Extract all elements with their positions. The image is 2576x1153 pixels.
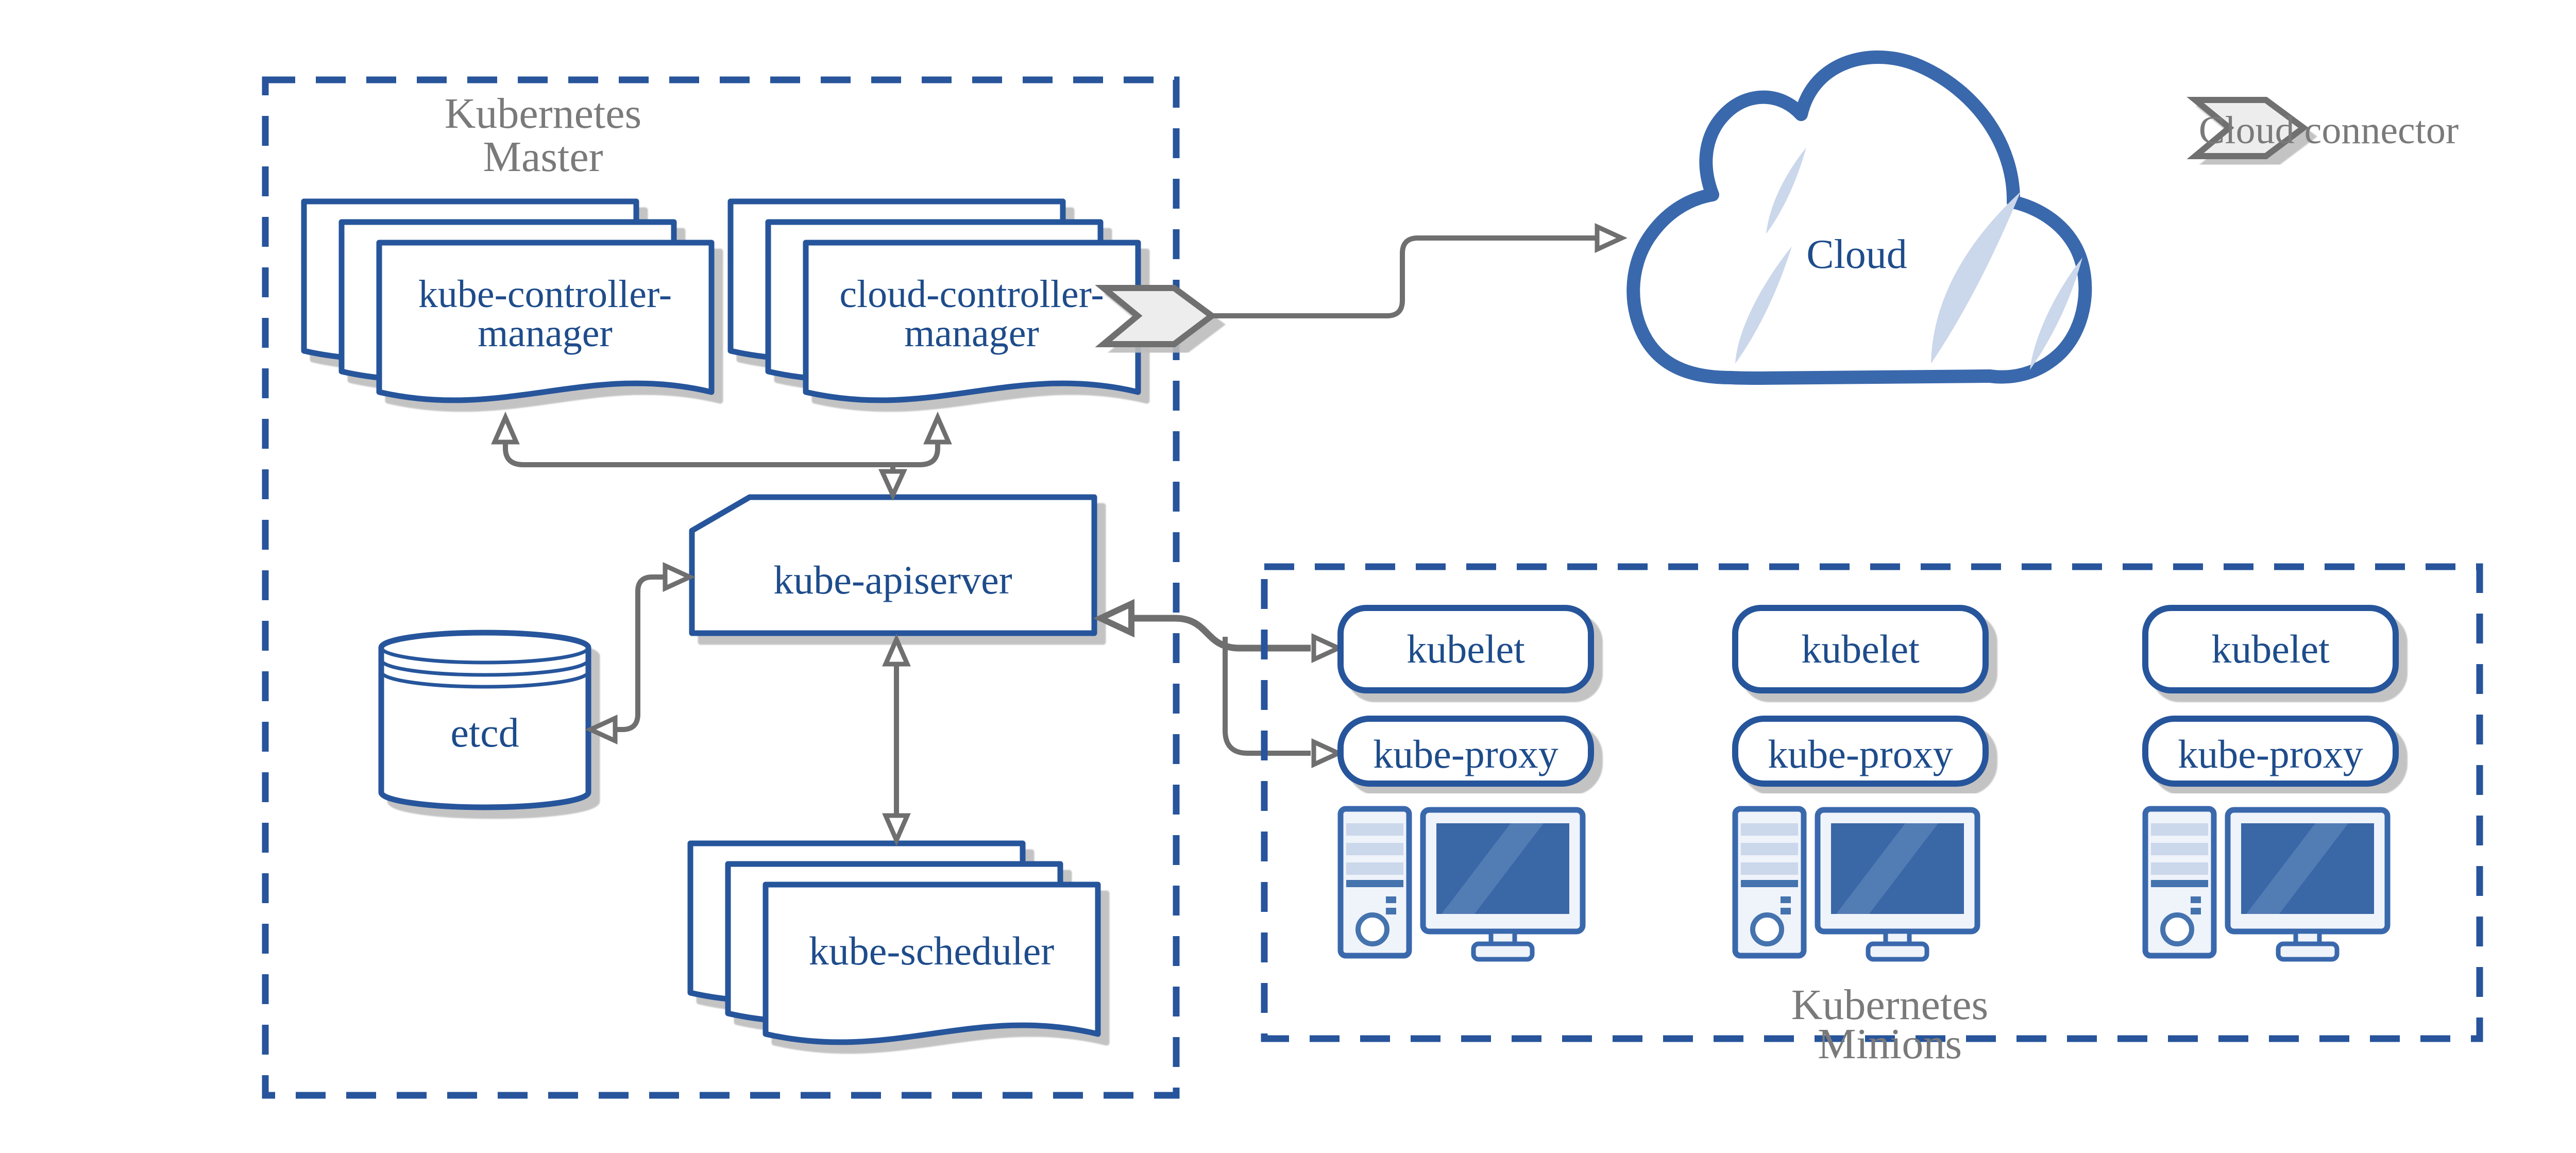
workstation-icon (2145, 809, 2387, 959)
master-title-line1: Kubernetes (445, 90, 642, 138)
kube-proxy-box (1337, 716, 1594, 787)
apiserver-kubelet-line (1131, 615, 1311, 652)
legend-group: Cloud connector (2195, 100, 2459, 156)
kube-apiserver-label: kube-apiserver (773, 557, 1012, 602)
kubelet-label: kubelet (1406, 626, 1525, 671)
arrowhead-left-etcd (585, 714, 618, 745)
kube-apiserver-box (689, 494, 1097, 636)
kube-controller-manager-label-line2: manager (478, 312, 613, 355)
kubelet-box (1337, 605, 1594, 693)
cloud-controller-manager-label-line2: manager (904, 312, 1039, 355)
arrowhead-up-kube-controller (491, 411, 520, 445)
kubelet-label: kubelet (2211, 626, 2330, 671)
minion-node-2: kubelet kube-proxy (1732, 605, 1989, 959)
cloud-glare (1766, 147, 1806, 234)
workstation-icon (1735, 809, 1977, 959)
arrowhead-right-cloud (1595, 223, 1628, 253)
etcd-node: etcd (378, 630, 591, 810)
cylinder-ring (379, 671, 590, 689)
chevron-cloud-line (1212, 235, 1595, 318)
bracket-line-left (503, 442, 895, 471)
master-title-line2: Master (483, 133, 603, 181)
bracket-line-right (893, 442, 940, 467)
apiserver-etcd-line (614, 574, 666, 732)
arrowhead-right-kubelet (1311, 633, 1344, 664)
cylinder-ring (379, 659, 590, 677)
kubelet-box (2142, 605, 2399, 693)
kube-scheduler-label: kube-scheduler (809, 928, 1054, 973)
minions-title-line1: Kubernetes (1791, 981, 1989, 1029)
arrowhead-right-apiserver (663, 562, 696, 592)
connector-arrows (491, 223, 1628, 846)
minion-node-3: kubelet kube-proxy (2142, 605, 2399, 959)
kube-proxy-box (2142, 716, 2399, 787)
arrowhead-up-cloud-controller (923, 411, 952, 445)
apiserver-kubeproxy-line (1223, 637, 1311, 756)
minions-dashed-border (1261, 563, 2483, 1042)
etcd-label: etcd (450, 710, 519, 756)
cloud-label: Cloud (1806, 232, 1907, 277)
kubernetes-master-group: Kubernetes Master kube-controller- manag… (262, 76, 1212, 1099)
kubelet-label: kubelet (1801, 626, 1920, 671)
cylinder-rim (379, 647, 590, 665)
arrowhead-down-scheduler (882, 813, 911, 846)
cloud-glare (1735, 246, 1792, 364)
database-cylinder-icon (378, 630, 591, 810)
kube-proxy-box (1732, 716, 1989, 787)
kubernetes-minions-group: kubelet kube-proxy kubelet kube-proxy ku… (1261, 563, 2483, 1068)
arrowhead-left-apiserver-right (1093, 599, 1134, 638)
cloud-icon (1626, 50, 2092, 385)
minions-title-line2: Minions (1818, 1020, 1962, 1068)
kube-controller-manager-node: kube-controller- manager (304, 201, 711, 400)
cloud-glare (2030, 258, 2082, 370)
minion-node-1: kubelet kube-proxy (1337, 605, 1594, 959)
cloud-group: Cloud (1626, 50, 2092, 385)
cloud-glare (1931, 192, 2021, 364)
kube-scheduler-node: kube-scheduler (690, 843, 1098, 1042)
cloud-controller-manager-label-line1: cloud-controller- (839, 273, 1104, 316)
cloud-controller-manager-node: cloud-controller- manager (731, 201, 1138, 400)
kube-proxy-label: kube-proxy (2178, 732, 2363, 776)
arrowhead-up-apiserver-bottom (882, 633, 911, 667)
kube-controller-manager-label-line1: kube-controller- (418, 273, 672, 316)
master-dashed-border (262, 76, 1180, 1099)
kube-proxy-label: kube-proxy (1373, 732, 1558, 776)
kube-proxy-label: kube-proxy (1768, 732, 1953, 776)
arrowhead-right-kubeproxy (1311, 738, 1344, 769)
kube-apiserver-node: kube-apiserver (689, 494, 1097, 636)
legend-label: Cloud connector (2199, 109, 2459, 152)
arrowhead-down-apiserver (878, 469, 908, 501)
workstation-icon (1341, 809, 1583, 959)
kubelet-box (1732, 605, 1989, 693)
